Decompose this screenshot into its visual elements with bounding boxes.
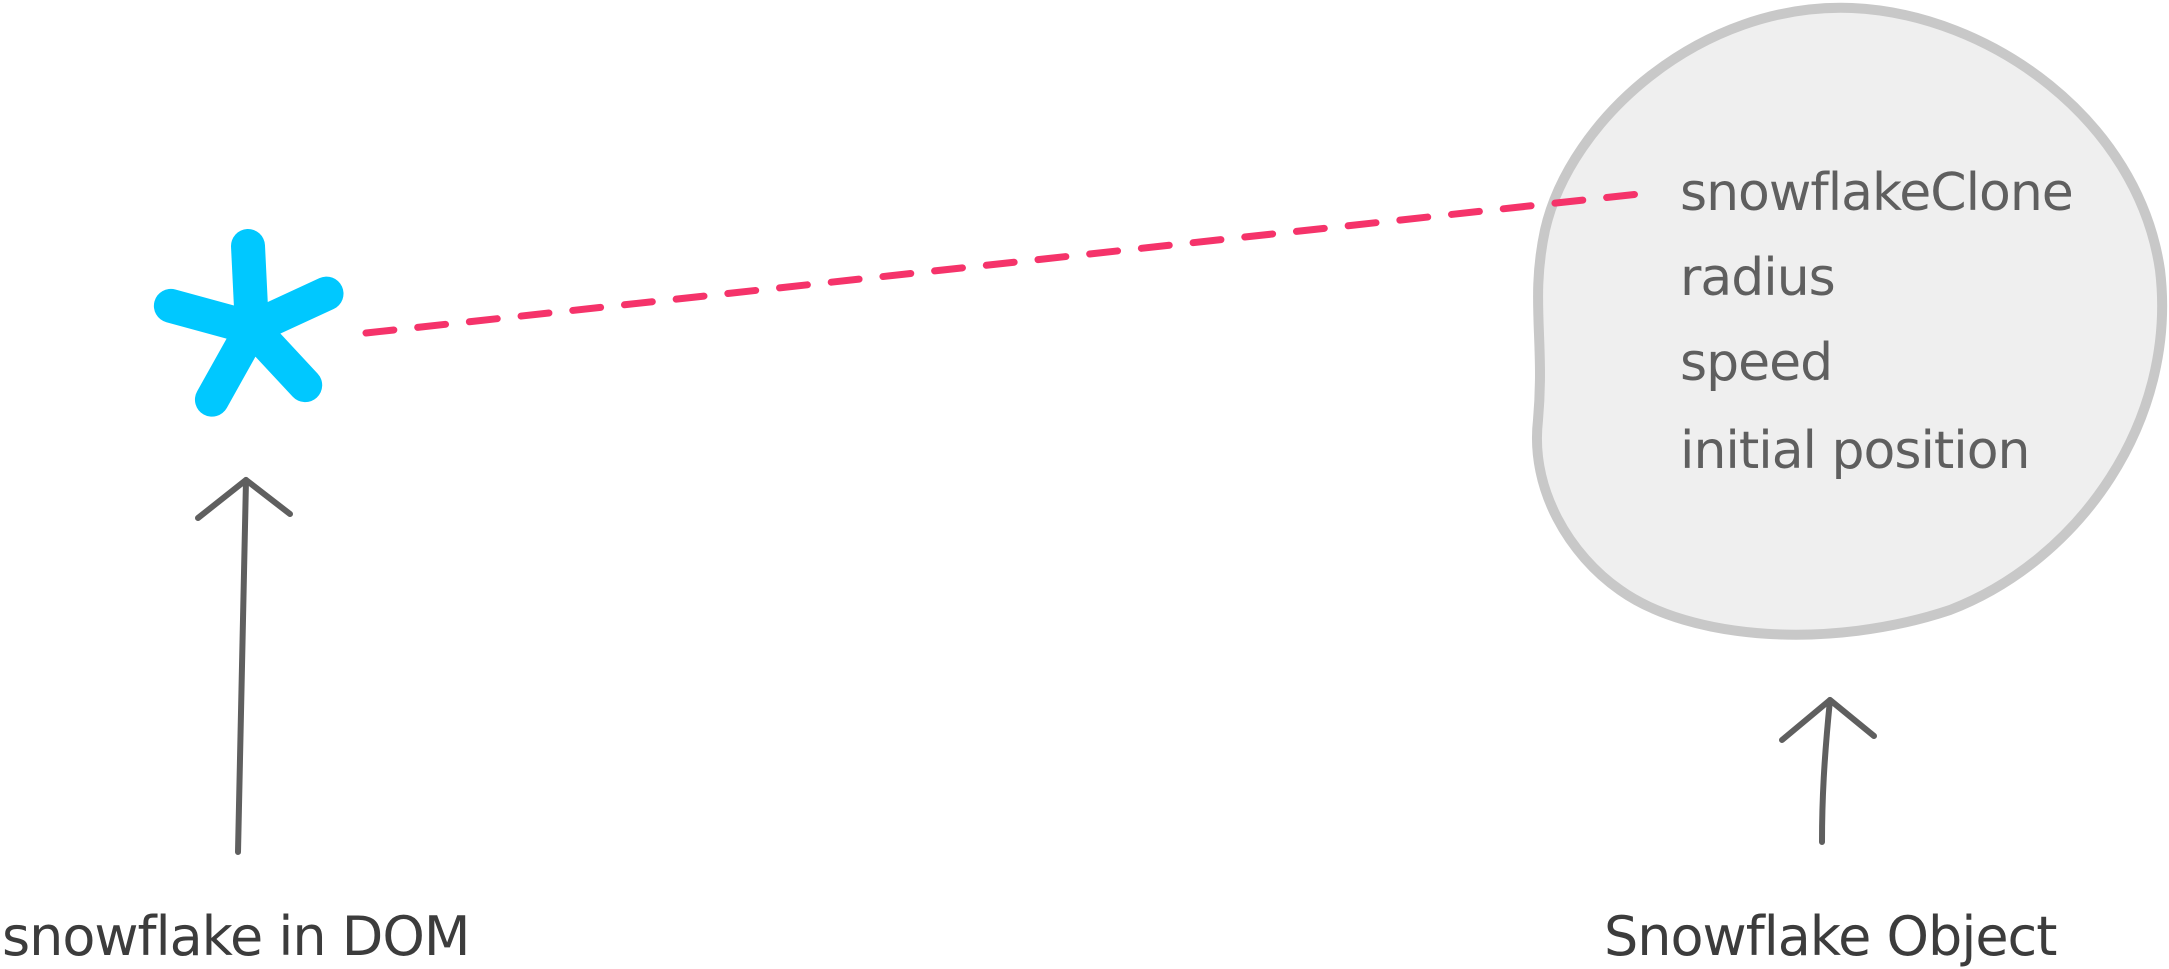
dashed-link-line <box>362 189 1652 337</box>
snowflake-icon <box>153 229 344 417</box>
arrow-up-icon <box>1779 697 1877 845</box>
snowflake-object-circle <box>1532 2 2168 640</box>
property-radius: radius <box>1680 248 1835 308</box>
arrow-up-icon <box>195 477 293 855</box>
label-snowflake-in-dom: snowflake in DOM <box>2 905 469 968</box>
property-speed: speed <box>1680 333 1832 393</box>
property-initial-position: initial position <box>1680 421 2030 481</box>
property-snowflake-clone: snowflakeClone <box>1680 163 2073 223</box>
label-snowflake-object: Snowflake Object <box>1604 905 2056 968</box>
